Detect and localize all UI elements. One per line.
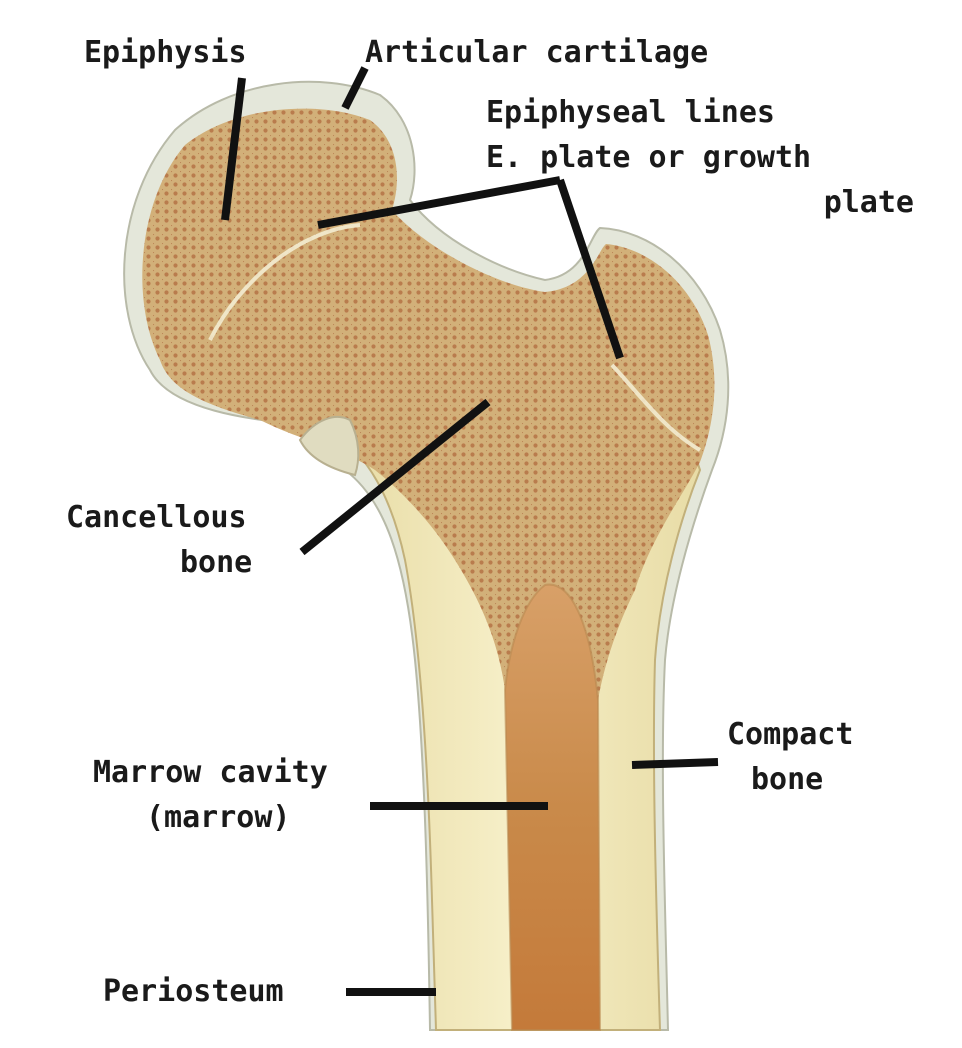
label-compact-1: Compact	[727, 717, 854, 752]
label-periosteum: Periosteum	[103, 974, 284, 1009]
epiphyseal-line-trochanter	[610, 363, 701, 452]
pointer-articular-cartilage	[341, 66, 369, 110]
pointer-cancellous	[299, 398, 491, 556]
label-articular-cartilage: Articular cartilage	[365, 35, 709, 70]
lesser-trochanter-shape	[298, 415, 360, 477]
label-marrow-1: Marrow cavity	[93, 755, 328, 790]
pointer-epiphyseal-left	[317, 176, 561, 229]
cancellous-bone-shape	[142, 108, 715, 700]
epiphyseal-line-head	[208, 223, 361, 341]
pointer-compact	[631, 758, 719, 769]
label-epiphyseal-lines-2: E. plate or growth	[486, 140, 812, 175]
label-marrow-2: (marrow)	[146, 800, 291, 835]
label-epiphysis: Epiphysis	[84, 35, 247, 70]
marrow-cavity-edge	[503, 583, 602, 1031]
label-epiphyseal-lines-1: Epiphyseal lines	[486, 95, 775, 130]
pointer-epiphysis	[221, 77, 246, 221]
label-compact-2: bone	[751, 762, 824, 797]
label-cancellous-1: Cancellous	[66, 500, 247, 535]
pointer-epiphyseal-right	[556, 178, 624, 360]
marrow-cavity-shape	[505, 584, 600, 1030]
pointer-lines	[221, 66, 719, 996]
label-epiphyseal-lines-3: plate	[823, 185, 914, 220]
label-cancellous-2: bone	[180, 545, 253, 580]
